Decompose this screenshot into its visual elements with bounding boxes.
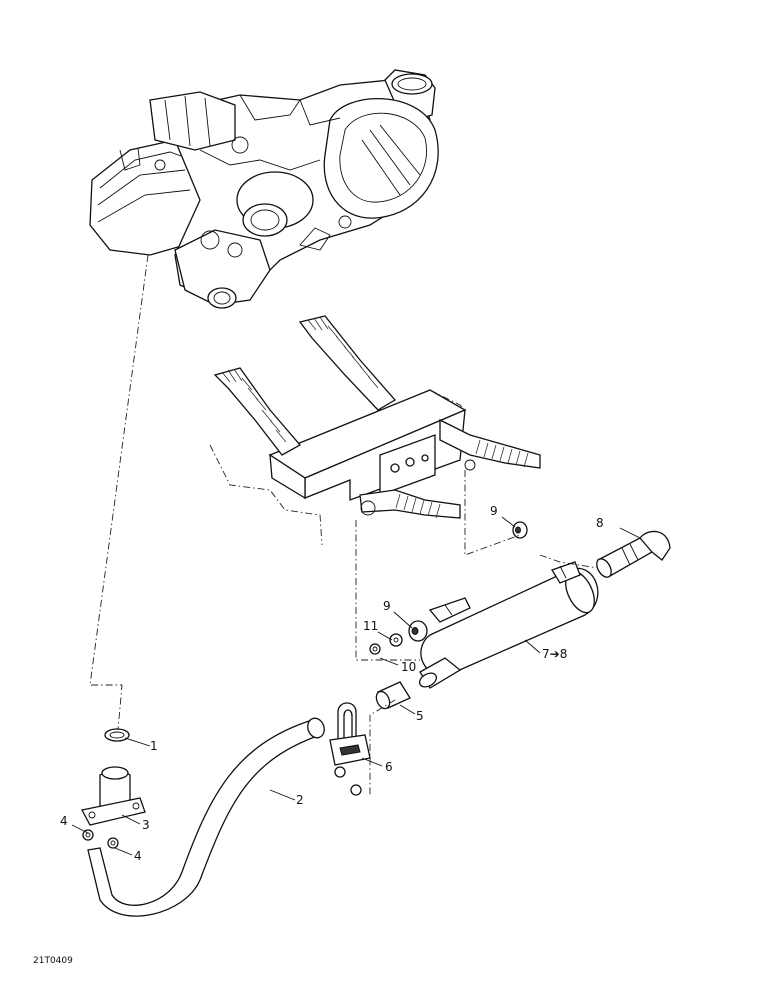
exhaust-pipe <box>87 717 325 917</box>
engine-assembly <box>89 69 439 309</box>
gasket <box>104 728 130 742</box>
washer <box>389 633 403 647</box>
callout-9-upper: 9 <box>490 504 498 518</box>
flange <box>81 766 146 826</box>
callout-1: 1 <box>150 739 158 753</box>
callout-3: 3 <box>142 818 150 832</box>
nut-10 <box>369 643 381 655</box>
sleeve <box>375 681 411 710</box>
frame-crossmember <box>209 315 541 546</box>
nut-right <box>107 837 119 849</box>
callout-11: 11 <box>363 619 378 633</box>
grommet-upper <box>512 521 528 539</box>
callout-2: 2 <box>296 793 304 807</box>
callout-6: 6 <box>385 760 393 774</box>
grommet-lower <box>408 620 428 642</box>
leader-lines <box>71 516 641 856</box>
callout-7-8: 7➔8 <box>542 647 567 661</box>
callout-8: 8 <box>596 516 604 530</box>
tail-pipe <box>596 530 671 578</box>
muffler <box>418 561 599 689</box>
callout-10: 10 <box>401 660 416 674</box>
callout-4-right: 4 <box>134 849 142 863</box>
assembly-lines <box>89 254 599 795</box>
callout-4-left: 4 <box>60 814 68 828</box>
callout-5: 5 <box>416 709 424 723</box>
callout-9-lower: 9 <box>383 599 391 613</box>
clamp <box>329 702 371 796</box>
figure-reference: 21T0409 <box>33 956 73 966</box>
